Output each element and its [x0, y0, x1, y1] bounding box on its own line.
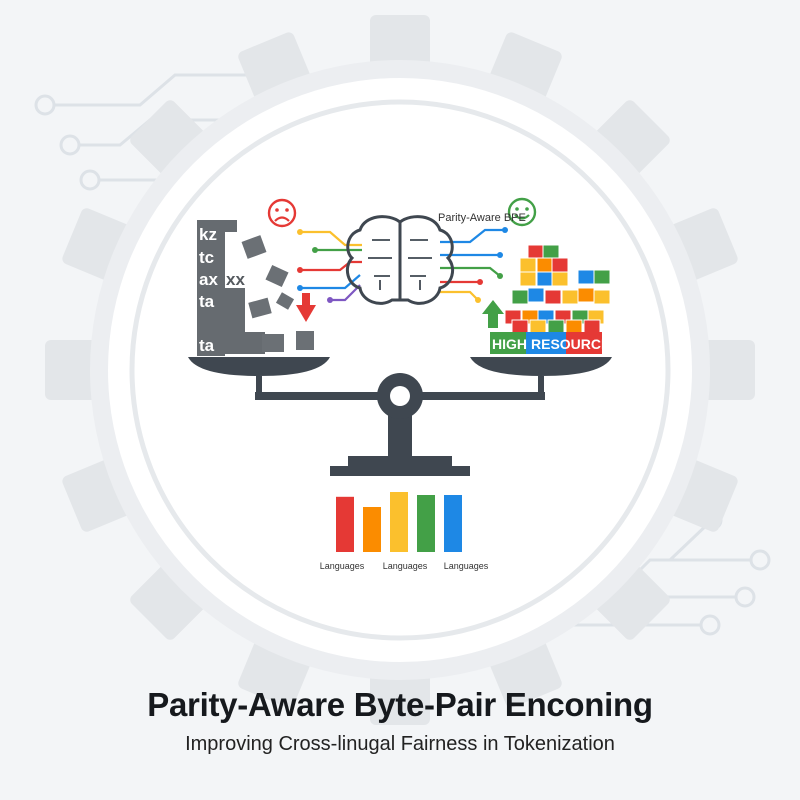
- brain-icon: [345, 215, 455, 305]
- arrow-down-icon: [296, 293, 316, 322]
- puzzle-piece: [519, 271, 537, 287]
- puzzle-piece: [542, 244, 560, 260]
- puzzle-piece: [577, 269, 595, 285]
- puzzle-piece: [511, 289, 529, 305]
- puzzle-piece: [551, 271, 569, 287]
- x-label-2: Languages: [383, 561, 428, 571]
- high-resource-puzzle-stack: [504, 244, 611, 335]
- x-label-3: Languages: [444, 561, 489, 571]
- connector-lines-left: [297, 229, 362, 303]
- happy-face-icon: [507, 197, 537, 227]
- puzzle-piece: [577, 287, 595, 303]
- bar: [390, 492, 408, 552]
- puzzle-piece: [544, 289, 562, 305]
- language-bar-chart: [336, 492, 462, 552]
- page-title: Parity-Aware Byte-Pair Enconing: [147, 686, 653, 723]
- token-tc: tc: [199, 248, 214, 267]
- puzzle-piece: [511, 319, 529, 335]
- puzzle-piece: [547, 319, 565, 335]
- x-label-1: Languages: [320, 561, 365, 571]
- puzzle-piece: [551, 257, 569, 273]
- puzzle-piece: [561, 289, 579, 305]
- bar: [444, 495, 462, 552]
- puzzle-piece: [529, 319, 547, 335]
- connector-lines-right: [440, 227, 508, 303]
- puzzle-piece: [527, 287, 545, 303]
- gear-face: [108, 78, 692, 662]
- token-ta-bottom: ta: [199, 336, 215, 355]
- token-ta: ta: [199, 292, 215, 311]
- puzzle-piece: [519, 257, 537, 273]
- puzzle-piece: [527, 244, 545, 260]
- puzzle-piece-icon: [241, 235, 314, 352]
- bar: [363, 507, 381, 552]
- resource-label: RESOURCE: [531, 336, 610, 352]
- page-subtitle: Improving Cross-linugal Fairness in Toke…: [185, 733, 615, 755]
- puzzle-piece: [565, 319, 583, 335]
- puzzle-piece: [536, 257, 554, 273]
- puzzle-piece: [593, 289, 611, 305]
- puzzle-piece: [583, 319, 601, 335]
- puzzle-piece: [536, 271, 554, 287]
- low-resource-token-stack: kz tc ax xx ta ta: [197, 220, 316, 356]
- brain-label: Parity-Aware BPE: [438, 212, 526, 224]
- token-kz: kz: [199, 225, 217, 244]
- bar: [336, 496, 354, 552]
- token-ax: ax: [199, 270, 218, 289]
- sad-face-icon: [267, 198, 297, 228]
- balance-scale-icon: [188, 357, 612, 476]
- high-label: HIGH: [492, 336, 527, 352]
- puzzle-piece: [593, 269, 611, 285]
- bar: [417, 495, 435, 552]
- arrow-up-icon: [482, 300, 504, 328]
- token-xx: xx: [226, 270, 245, 289]
